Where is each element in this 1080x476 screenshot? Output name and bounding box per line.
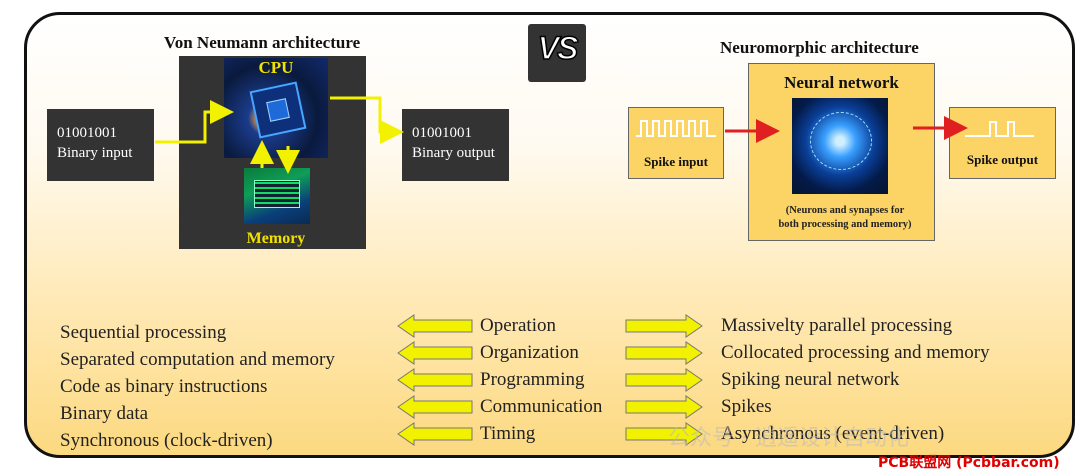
middle-item-1: Operation [480,315,556,336]
right-item-4: Spikes [721,396,772,417]
right-item-3: Spiking neural network [721,369,900,390]
neural-network-note: (Neurons and synapses for both processin… [752,204,938,232]
binary-input-label: Binary input [57,145,133,161]
binary-output-box: 01001001 Binary output [402,109,509,181]
right-item-2: Collocated processing and memory [721,342,990,363]
right-item-5: Asynchronous (event-driven) [721,423,945,444]
neuromorphic-title: Neuromorphic architecture [720,38,919,57]
cpu-to-output-arrow [330,96,404,144]
left-item-1: Sequential processing [60,322,227,343]
left-item-3: Code as binary instructions [60,376,268,397]
middle-item-2: Organization [480,342,579,363]
left-arrow-5 [397,422,473,446]
binary-input-bits: 01001001 [57,125,117,141]
vs-label: VS [537,29,579,67]
note-line-2: both processing and memory) [778,219,912,230]
vs-badge: VS [528,24,586,82]
right-arrow-4 [625,395,703,419]
middle-item-3: Programming [480,369,585,390]
left-arrow-4 [397,395,473,419]
spike-output-label: Spike output [966,152,1039,167]
note-line-1: (Neurons and synapses for [785,205,905,216]
input-to-cpu-arrow [155,100,234,144]
right-arrow-3 [625,368,703,392]
middle-item-5: Timing [480,423,536,444]
watermark-text: 公众号 · 逍遥设计自动化 [668,426,909,451]
left-item-2: Separated computation and memory [60,349,335,370]
binary-output-label: Binary output [412,145,495,161]
comparison-arrows [397,314,703,446]
left-item-4: Binary data [60,403,149,424]
spike-input-box [628,107,724,179]
spike-input-waveform [636,120,716,137]
left-item-5: Synchronous (clock-driven) [60,430,273,451]
middle-item-4: Communication [480,396,603,417]
neural-network-title: Neural network [784,73,899,92]
right-item-1: Massivelty parallel processing [721,315,953,336]
memory-image [244,168,310,224]
spike-output-waveform [965,121,1034,137]
right-arrow-1 [625,314,703,338]
right-arrow-5 [625,422,703,446]
left-arrow-3 [397,368,473,392]
cpu-image [224,58,328,158]
neural-network-image [792,98,888,194]
spike-input-label: Spike input [644,154,708,169]
left-arrow-1 [397,314,473,338]
von-neumann-title: Von Neumann architecture [164,33,361,52]
cpu-label: CPU [258,58,294,77]
binary-input-box: 01001001 Binary input [47,109,154,181]
left-arrow-2 [397,341,473,365]
memory-label: Memory [246,230,306,247]
binary-output-bits: 01001001 [412,125,472,141]
watermark-site: PCB联盟网 (Pcbbar.com) [878,455,1060,471]
right-arrow-2 [625,341,703,365]
